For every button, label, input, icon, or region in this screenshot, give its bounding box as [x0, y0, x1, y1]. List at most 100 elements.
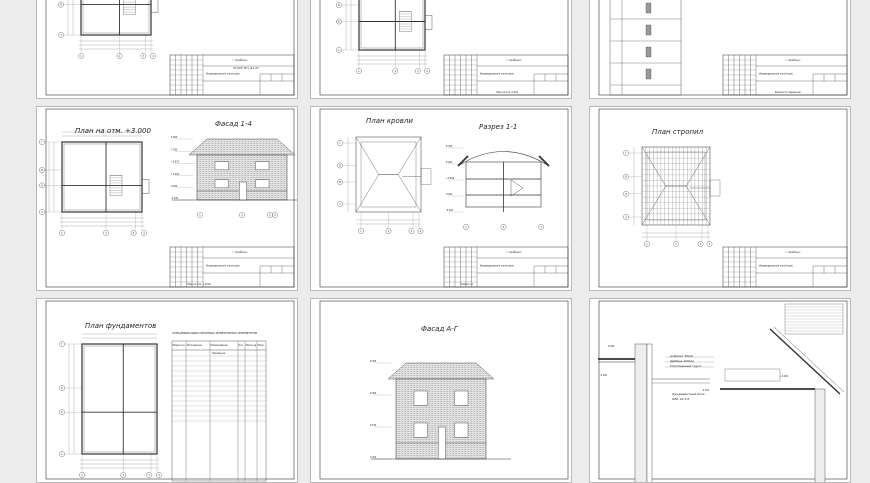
rect — [45, 300, 295, 480]
elevation-mark: 0.000 — [608, 345, 615, 348]
axis-bubble — [623, 191, 629, 197]
facade-title: Фасад А-Г — [421, 325, 459, 333]
sheet-details[interactable]: Асфальт 30мм Щебень 100мм Уплотненный гр… — [589, 298, 851, 483]
axis-bubble — [697, 241, 704, 247]
axis-bubble — [392, 68, 399, 74]
rect — [609, 0, 682, 96]
rect — [360, 141, 417, 208]
axis-bubble — [39, 167, 45, 173]
axis-label: 2 — [675, 243, 677, 246]
axis-label: 1 — [199, 214, 201, 217]
axis-bubble — [39, 182, 45, 189]
rect — [63, 143, 141, 211]
axis-label: Б — [625, 193, 627, 196]
sheet-plan-and-facade[interactable]: План на отм. +3.000 Фасад 1-4 План на от… — [36, 106, 298, 291]
axis-bubble — [116, 53, 123, 59]
layer-label: Асфальт 30мм — [669, 354, 694, 358]
axis-label: 2 — [388, 230, 390, 233]
axis-label: 3 — [133, 232, 135, 235]
axis-label: 2 — [105, 232, 107, 235]
axis-bubble — [358, 228, 364, 234]
rect — [81, 343, 158, 455]
rect — [360, 0, 424, 49]
elevation-mark: 6.960 — [171, 136, 178, 139]
title-block-org: г. Челябинск — [233, 59, 249, 62]
rect — [214, 161, 229, 171]
rect — [80, 0, 152, 36]
axis-bubble — [78, 53, 84, 59]
rect — [83, 345, 156, 453]
line — [641, 146, 666, 187]
axis-bubble — [623, 150, 629, 156]
rect — [454, 422, 469, 438]
drawing: План фундаментов СПЕЦИФИКАЦИЯ СБОРНЫХ Ж/… — [45, 300, 295, 482]
spec-group: Перемычки — [212, 352, 226, 355]
line — [538, 155, 550, 167]
axis-label: 4 — [420, 230, 422, 233]
title-block-org: г. Челябинск — [507, 251, 523, 254]
rect — [645, 2, 652, 14]
axis-bubble — [623, 214, 629, 220]
axis-label: Б — [339, 181, 341, 184]
axis-bubble — [337, 140, 343, 146]
axis-label: В — [61, 387, 63, 390]
axis-bubble — [385, 228, 392, 234]
axis-label: 2 — [241, 214, 243, 217]
sheet-foundation[interactable]: План фундаментов СПЕЦИФИКАЦИЯ СБОРНЫХ Ж/… — [36, 298, 298, 483]
axis-bubble — [239, 212, 245, 218]
roof — [188, 138, 296, 156]
lintel-table — [609, 0, 682, 96]
axis-label: Г — [61, 343, 63, 346]
axis-label: 2 — [119, 55, 121, 58]
axis-bubble — [39, 209, 45, 215]
axis-label: 4 — [274, 214, 276, 217]
title-block-project: Индивидуальный жилой дом — [480, 265, 514, 268]
rect — [420, 168, 432, 185]
line — [641, 185, 666, 226]
axis-label: 1 — [61, 232, 63, 235]
axis-label: 3 — [417, 70, 419, 73]
spec-header: Обозначение — [187, 344, 203, 347]
rect — [61, 141, 143, 213]
drawing: Асфальт 30мм Щебень 100мм Уплотненный гр… — [598, 300, 848, 482]
elevation-mark: -0.300 — [600, 374, 608, 377]
axis-label: 1 — [646, 243, 648, 246]
block-caption: План на отм. +3.000 — [187, 283, 211, 286]
rect — [239, 181, 247, 201]
axis-bubble — [337, 162, 343, 169]
rect — [634, 343, 648, 482]
line — [355, 174, 379, 213]
axis-bubble — [417, 228, 424, 234]
axis-bubble — [272, 212, 278, 218]
line — [398, 174, 422, 213]
line — [398, 136, 422, 175]
line — [457, 155, 469, 167]
elevation-mark: +5.870 — [171, 161, 180, 164]
axis-label: Г — [41, 141, 43, 144]
line — [355, 136, 379, 175]
axis-bubble — [140, 53, 147, 59]
axis-bubble — [58, 1, 64, 8]
axis-label: А — [339, 203, 341, 206]
roof — [387, 362, 495, 380]
block-caption: Разрез 1-1 — [461, 283, 474, 286]
sheet-roof-and-section[interactable]: План кровли Разрез 1-1 Разрез 1-1 г. Чел… — [310, 106, 572, 291]
axis-label: Г — [625, 152, 627, 155]
drawing: Ведомость перемычек г. ЧелябинскИндивиду… — [598, 0, 848, 96]
axis-bubble — [337, 179, 343, 185]
